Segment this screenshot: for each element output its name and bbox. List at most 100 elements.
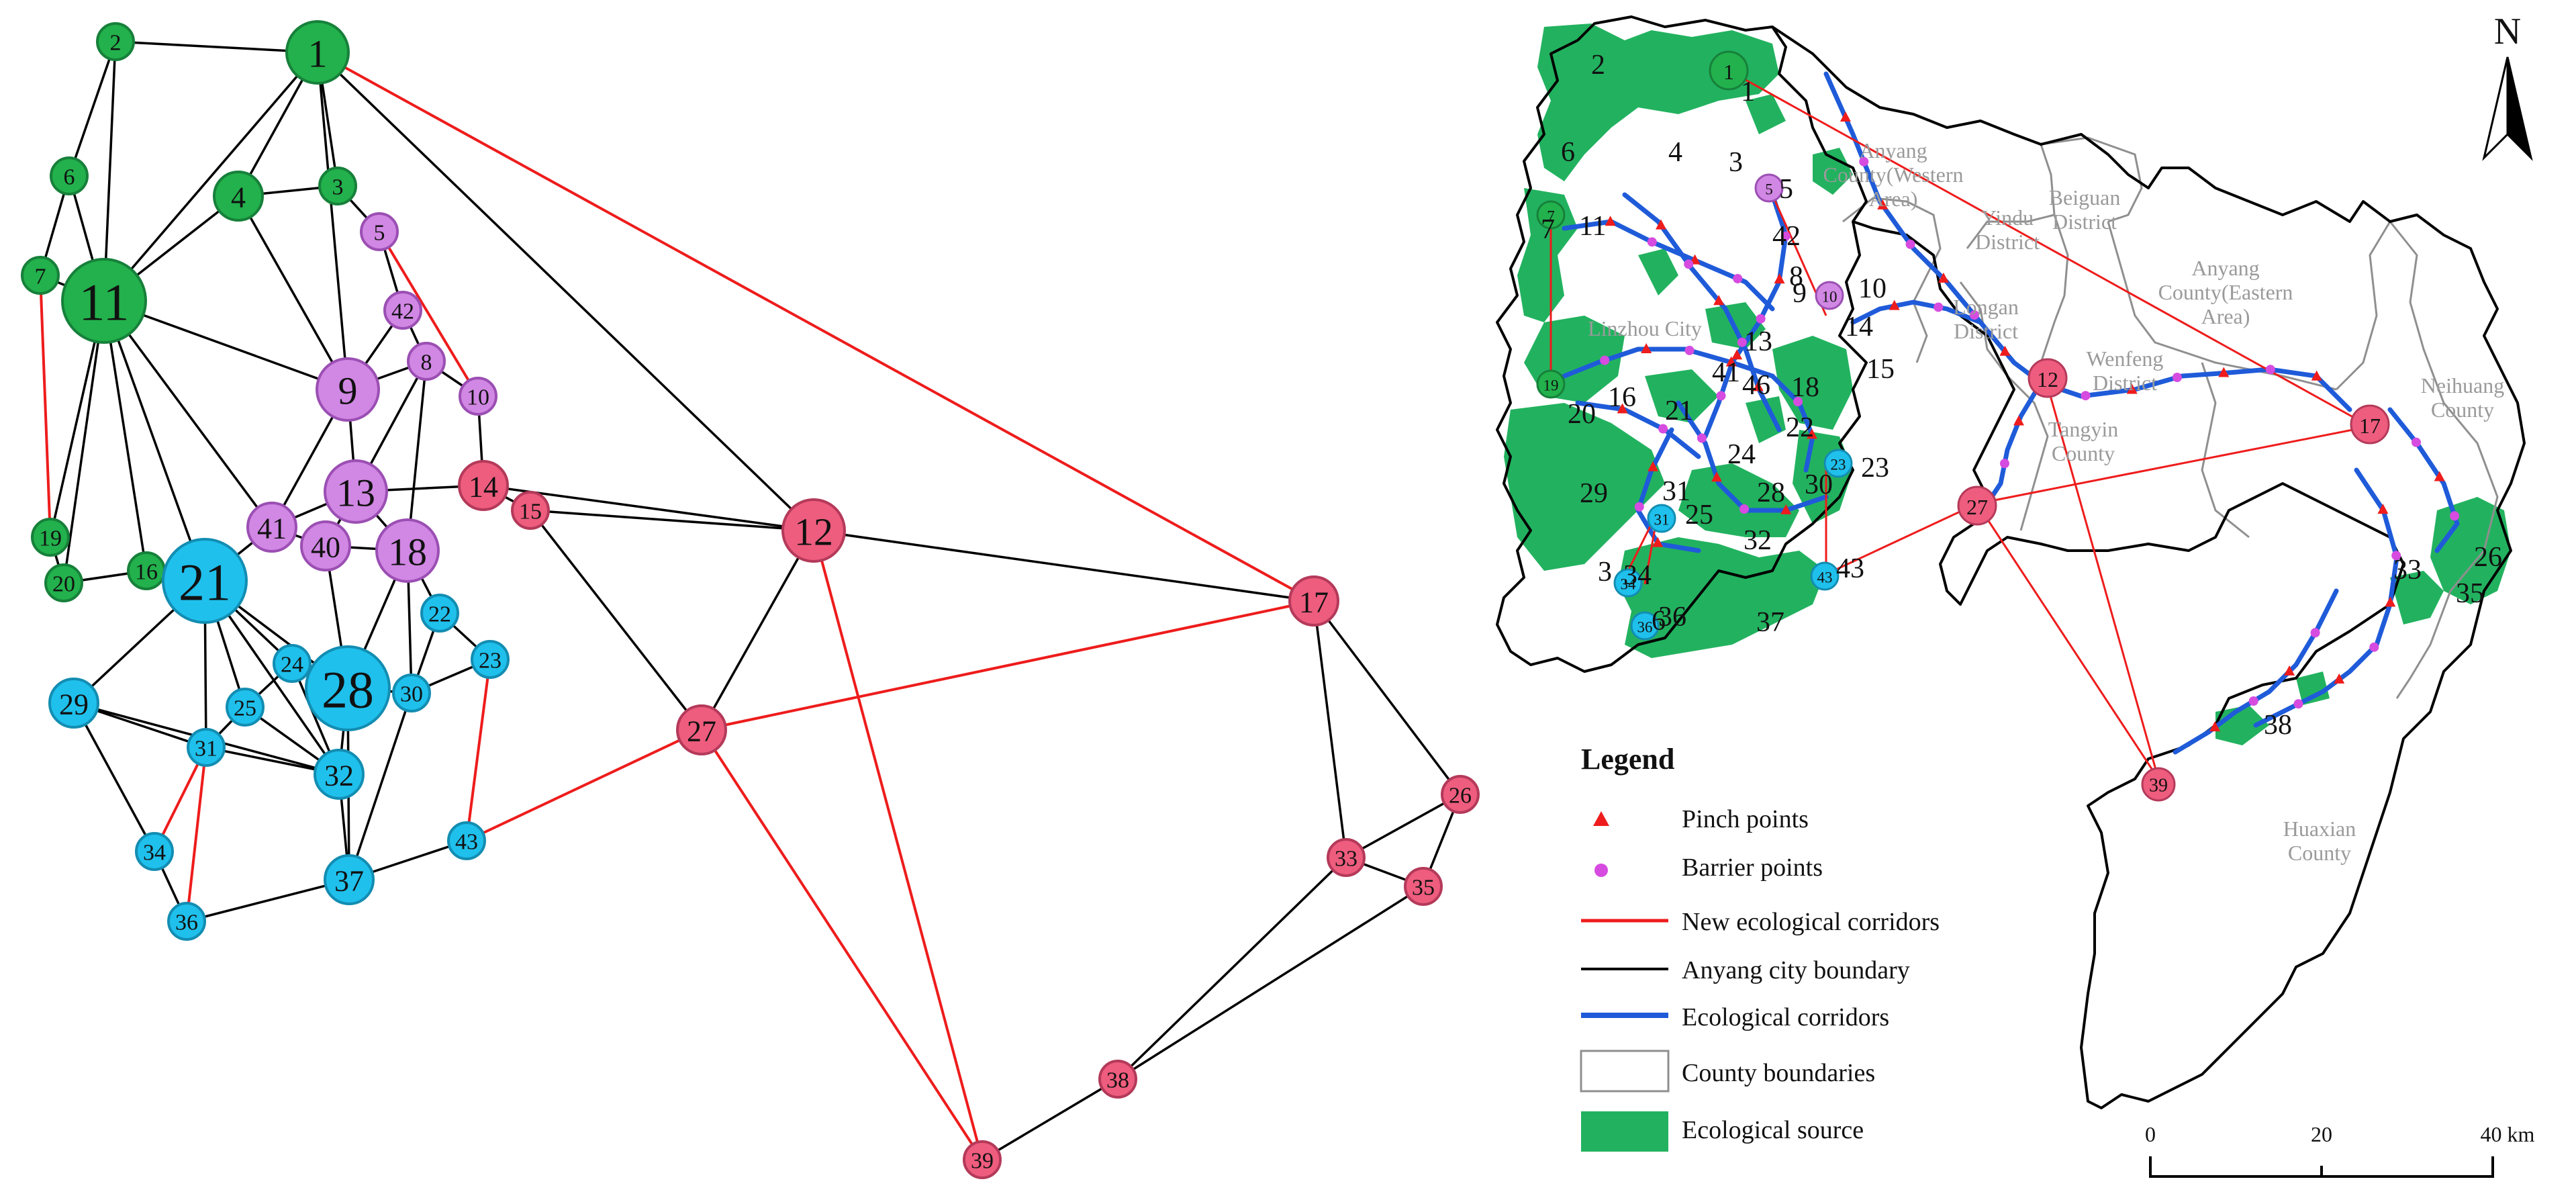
- source-label: 22: [1786, 412, 1814, 443]
- node-circle: [135, 832, 174, 871]
- county-label-line: County: [2288, 841, 2351, 865]
- legend: Legend Pinch points Barrier points New e…: [1580, 743, 1940, 1152]
- new-corridor: [1825, 502, 1978, 575]
- network-node: 34: [135, 832, 174, 871]
- network-edge: [103, 299, 348, 391]
- node-label: 24: [281, 653, 303, 678]
- new-corridor: [1728, 69, 2371, 428]
- network-node: 16: [127, 551, 166, 590]
- barrier-point: [2248, 696, 2258, 706]
- network-node: 31: [187, 728, 226, 767]
- pinch-point: [1725, 356, 1737, 367]
- map-node-label: 12: [2037, 367, 2058, 391]
- node-circle: [458, 460, 509, 511]
- network-node: 29: [48, 678, 99, 729]
- pinch-point-symbol: [1593, 811, 1609, 826]
- county-label-line: Area): [2201, 304, 2250, 328]
- node-label: 18: [388, 530, 427, 574]
- map-node: 19: [1536, 369, 1566, 399]
- node-circle: [781, 498, 846, 563]
- new-corridor: [1976, 503, 2160, 780]
- legend-label-barrier: Barrier points: [1682, 853, 1823, 882]
- map-node-label: 17: [2359, 414, 2381, 438]
- network-edge: [1313, 600, 1347, 858]
- network-edge: [1117, 885, 1424, 1080]
- source-label: 3: [1598, 557, 1612, 588]
- node-circle: [963, 1140, 1002, 1179]
- barrier-point: [2293, 699, 2303, 709]
- eco-corridor: [1985, 380, 2044, 506]
- network-node: 30: [392, 674, 431, 712]
- node-label: 41: [257, 512, 287, 545]
- north-arrow: N: [2482, 11, 2533, 161]
- barrier-point: [1934, 302, 1944, 312]
- eco-corridor: [2387, 407, 2460, 553]
- map-node-circle: [1823, 449, 1853, 478]
- new-ecological-corridors: [1549, 69, 2371, 780]
- source-label: 31: [1662, 476, 1690, 507]
- source-label: 5: [1779, 174, 1793, 205]
- county-boundary-line: [2107, 221, 2337, 391]
- pinch-point: [1806, 428, 1817, 439]
- pinch-point: [1656, 219, 1667, 230]
- node-label: 38: [1106, 1068, 1129, 1093]
- pinch-point: [1938, 272, 1949, 283]
- barrier-point: [1658, 424, 1668, 434]
- county-label-line: Linzhou City: [1588, 316, 1702, 340]
- ecological-source-patch: [1645, 369, 1719, 423]
- node-label: 27: [687, 715, 716, 748]
- network-node: 15: [511, 491, 550, 530]
- network-node: 37: [324, 854, 375, 905]
- node-circle: [318, 167, 357, 205]
- pinch-point: [1752, 381, 1764, 391]
- map-node-label: 7: [1547, 208, 1555, 225]
- barrier-point: [2411, 437, 2421, 447]
- new-corridor-edge: [812, 530, 984, 1160]
- source-label: 29: [1580, 478, 1608, 509]
- node-label: 14: [469, 471, 498, 504]
- node-circle: [187, 728, 226, 767]
- node-circle: [324, 459, 388, 524]
- source-label: 42: [1772, 221, 1801, 252]
- pinch-point: [2218, 367, 2230, 377]
- source-label: 8: [1789, 261, 1803, 292]
- network-node: 6: [50, 156, 89, 195]
- network-node: 42: [383, 291, 422, 330]
- node-circle: [21, 256, 60, 295]
- node-label: 3: [332, 175, 344, 200]
- node-circle: [447, 821, 486, 860]
- source-label: 28: [1757, 477, 1785, 508]
- node-label: 6: [64, 165, 75, 190]
- new-corridor-edge: [317, 51, 1315, 602]
- source-label: 2: [1591, 50, 1605, 81]
- node-circle: [383, 291, 422, 330]
- node-label: 4: [231, 181, 246, 214]
- pinch-point: [1780, 504, 1792, 514]
- county-label: Linzhou City: [1588, 316, 1702, 340]
- node-circle: [314, 749, 365, 800]
- county-label-line: County(Western: [1823, 163, 1964, 187]
- node-circle: [459, 377, 497, 416]
- network-edge: [316, 52, 349, 390]
- pinch-point: [2284, 665, 2295, 676]
- node-label: 13: [336, 471, 375, 515]
- eco-corridor: [1850, 299, 1983, 325]
- network-edge: [1345, 793, 1461, 859]
- source-label: 6: [1561, 137, 1575, 168]
- county-label-line: Longan: [1953, 295, 2019, 319]
- network-edge: [186, 878, 350, 923]
- network-node: 10: [459, 377, 497, 416]
- city-boundary-west: [1496, 15, 1868, 673]
- county-label-line: County: [2431, 398, 2494, 422]
- scale-bar-line: [2149, 1156, 2494, 1178]
- eco-corridor: [1770, 373, 1815, 473]
- pinch-point: [1999, 345, 2011, 356]
- pinch-point: [1889, 299, 1900, 310]
- node-label: 37: [334, 865, 364, 898]
- pinch-point: [1605, 216, 1616, 226]
